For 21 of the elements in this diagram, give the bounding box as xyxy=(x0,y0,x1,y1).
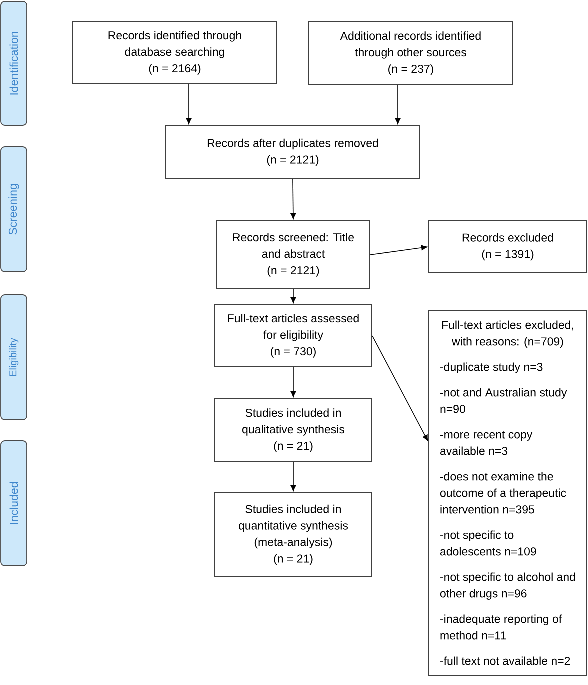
stage-tab: Identification xyxy=(0,1,28,126)
stage-tab: Screening xyxy=(0,146,28,272)
stage-tab: Eligibility xyxy=(0,294,28,420)
arrow xyxy=(290,462,296,492)
exclusion-box: Full-text articles excluded, with reasons: (n=709) -duplicate study n=3 -not and Australian study n=90 -more recent copy available n=3 -does not examine the outcome of a therapeutic intervention n=395 -not specific to adolescents n=109 -not specific to alcohol and other drugs n=96 -inadequate reporting of method n=11 -full text not available n=2 xyxy=(428,310,588,676)
arrow xyxy=(290,367,296,398)
process-box: Records screened: Title and abstract (n = 2121) xyxy=(216,220,370,290)
process-box: Studies included in qualitative synthesis (n = 21) xyxy=(214,398,372,462)
arrow xyxy=(395,85,401,124)
arrow xyxy=(290,289,296,304)
arrow xyxy=(372,336,428,442)
arrow xyxy=(370,245,428,256)
process-box: Records identified through database searching (n = 2164) xyxy=(72,22,278,84)
process-box: Records excluded (n = 1391) xyxy=(428,220,588,274)
process-box: Records after duplicates removed (n = 2121) xyxy=(166,126,420,180)
arrow xyxy=(290,179,296,220)
process-box: Studies included in quantitative synthesis (meta-analysis) (n = 21) xyxy=(214,492,372,578)
process-box: Full-text articles assessed for eligibility (n = 730) xyxy=(214,304,372,368)
arrow xyxy=(186,84,192,124)
stage-tab: Included xyxy=(0,440,28,566)
process-box: Additional records identified through other sources (n = 237) xyxy=(308,22,514,86)
